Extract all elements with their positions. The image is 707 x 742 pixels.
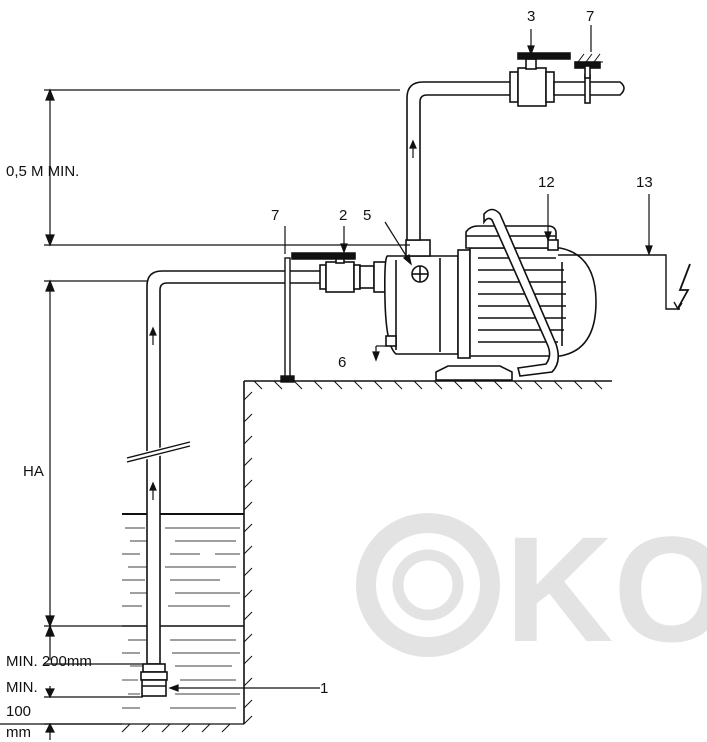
callout-leaders [168,25,653,692]
suction-pipe [146,270,323,665]
discharge-flow-arrow [409,139,417,158]
callout-3-discharge-valve: 3 [527,8,535,25]
dimension-label-min-100-line3: mm [6,724,31,741]
callout-2-suction-valve: 2 [339,207,347,224]
callout-1-foot-valve: 1 [320,680,328,697]
dimension-lines [44,88,410,740]
ground-hatching [121,380,603,733]
dimension-label-min-100-line2: 100 [6,703,31,720]
pipe-break-symbol [126,440,191,464]
pump-unit [359,208,597,381]
watermark-text: KO [505,505,707,673]
discharge-pipe [406,52,625,241]
watermark-logo: KO [356,505,707,673]
dimension-label-suction-height: HA [23,463,44,480]
callout-13-power-supply: 13 [636,174,653,191]
callout-5-priming-plug: 5 [363,207,371,224]
foot-valve [140,663,168,697]
suction-valve [291,252,361,293]
dimension-label-min-100-line1: MIN. [6,679,38,696]
pipe-support-suction [280,257,295,383]
power-cable [558,254,691,311]
callout-12-terminal-box: 12 [538,174,555,191]
callout-7-discharge-support: 7 [586,8,594,25]
suction-flow-arrows [149,326,157,500]
callout-7-suction-support: 7 [271,207,279,224]
dimension-label-min-200mm: MIN. 200mm [6,653,92,670]
ceiling-hatching [575,53,603,63]
dimension-label-discharge-rise: 0,5 M MIN. [6,163,79,180]
callout-6-drain-plug: 6 [338,354,346,371]
